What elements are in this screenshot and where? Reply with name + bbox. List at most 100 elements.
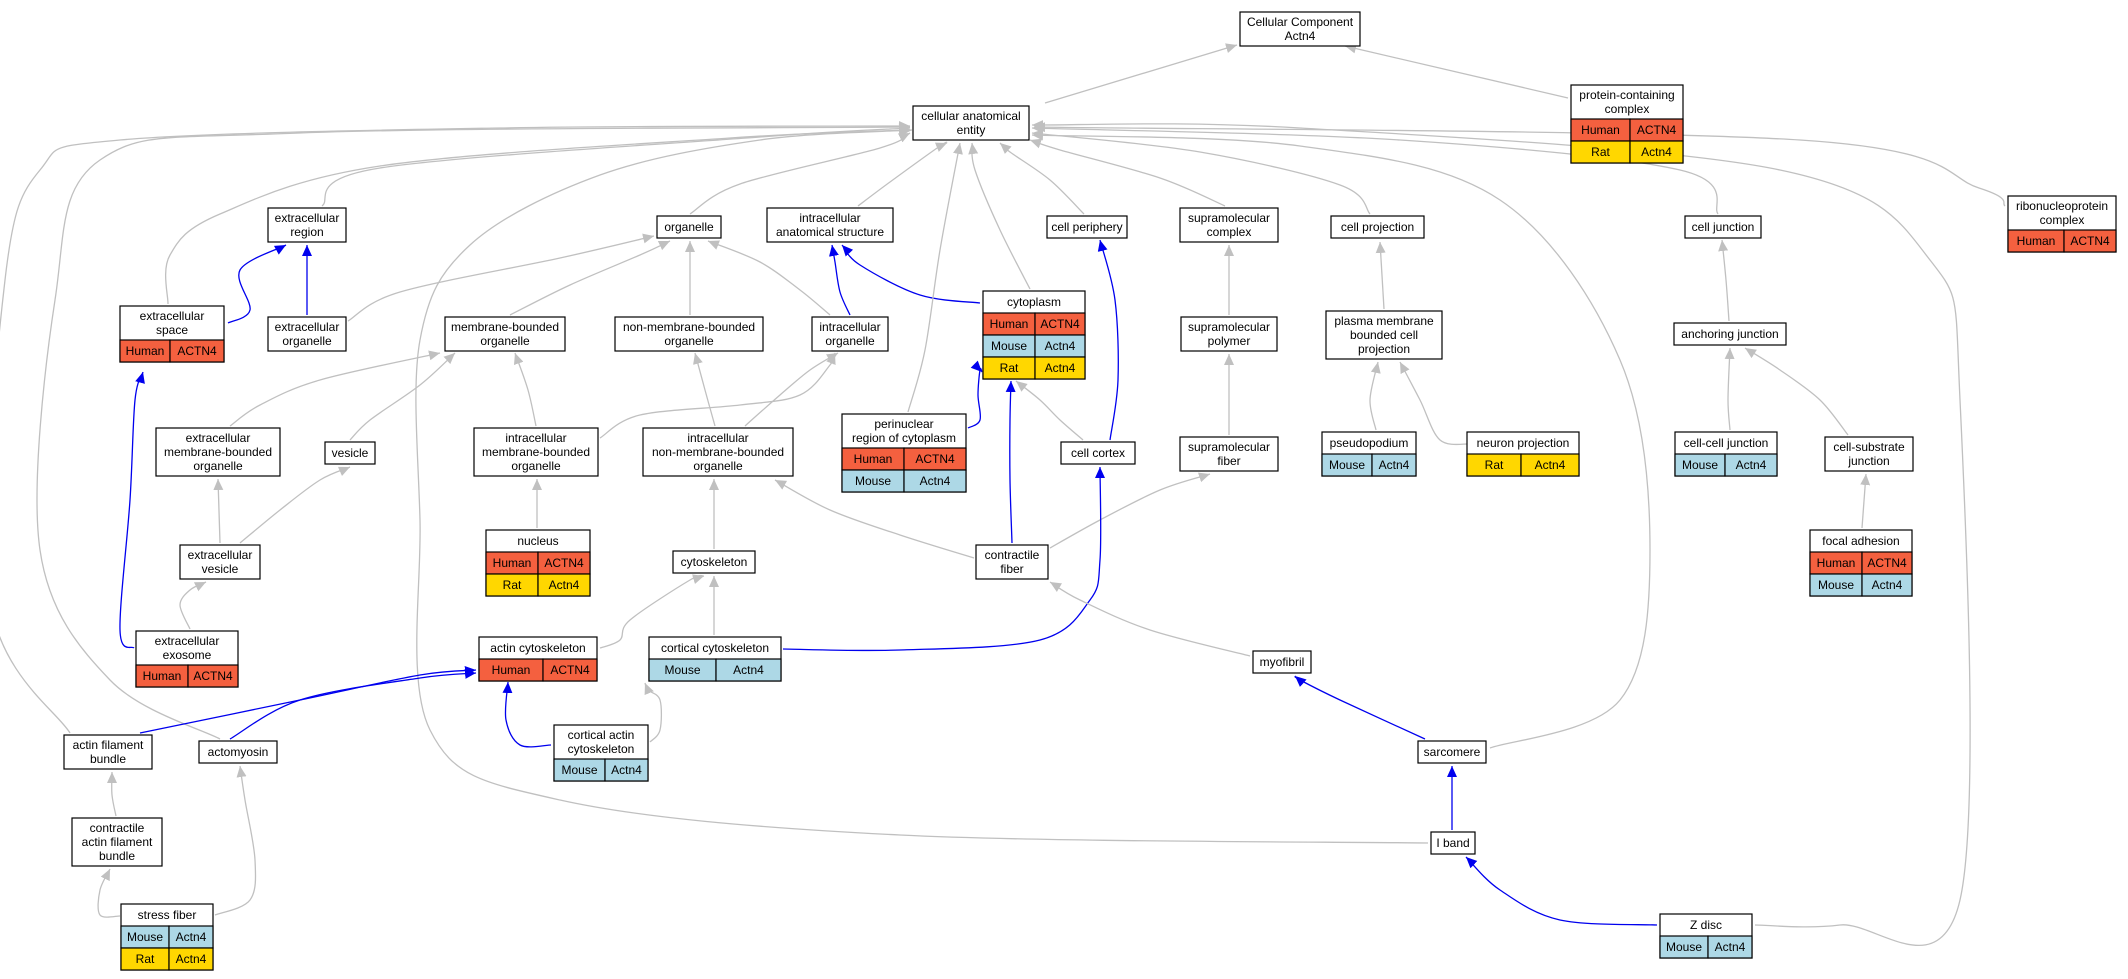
edge-cortcyto-to-cellcortex [782, 466, 1106, 652]
edge-actomyosin-to-cae [36, 122, 911, 740]
gene-cell [2063, 229, 2117, 253]
species-label: Rat [1485, 458, 1504, 472]
species-label: Mouse [127, 930, 163, 944]
edge-rnp-to-cae [1033, 122, 2006, 207]
node-label: perinuclear [874, 417, 933, 431]
node-label: cell-substrate [1833, 440, 1905, 454]
node-label: Cellular Component [1247, 15, 1354, 29]
gene-label: Actn4 [1715, 940, 1746, 954]
gene-cell [1034, 356, 1086, 380]
node-cellcortex[interactable]: cell cortex [1060, 441, 1136, 465]
node-myofibril[interactable]: myofibril [1252, 650, 1312, 674]
node-label: fiber [1217, 454, 1240, 468]
node-cellproj[interactable]: cell projection [1330, 215, 1425, 239]
edge-supcx-to-cae [1029, 138, 1226, 207]
gene-cell [1707, 935, 1753, 959]
node-box [1060, 441, 1136, 465]
node-actomyosin[interactable]: actomyosin [198, 740, 278, 764]
node-vesicle[interactable]: vesicle [324, 441, 376, 465]
node-cytoskel[interactable]: cytoskeleton [672, 550, 756, 574]
node-box [975, 544, 1049, 580]
node-label: bundle [99, 849, 135, 863]
edge-cellcortex-to-cytoplasm [1015, 380, 1084, 441]
node-label: nucleus [517, 534, 558, 548]
gene-label: Actn4 [1641, 145, 1672, 159]
gene-cell [168, 947, 214, 971]
node-label: junction [1847, 454, 1889, 468]
node-box [267, 316, 347, 352]
edge-perinuc-to-cytoplasm [967, 360, 983, 429]
node-label: Actn4 [1285, 29, 1316, 43]
node-cellper[interactable]: cell periphery [1046, 215, 1128, 239]
edge-zdisc-to-cae [1031, 120, 1971, 947]
node-label: cell cortex [1071, 446, 1125, 460]
node-label: organelle [480, 334, 530, 348]
edge-contfiber-to-inmbo [774, 479, 975, 559]
species-label: Mouse [1682, 458, 1718, 472]
edge-inmbo-to-nmbo [693, 352, 716, 427]
node-celljunc[interactable]: cell junction [1684, 215, 1762, 239]
gene-cell [1861, 573, 1913, 597]
node-box [1430, 831, 1476, 855]
edge-cellper-to-cae [999, 142, 1085, 215]
node-label: sarcomere [1424, 745, 1481, 759]
edge-contfiber-to-cytoplasm [1005, 380, 1016, 544]
node-box [198, 740, 278, 764]
node-organelle[interactable]: organelle [656, 215, 722, 239]
node-label: actin cytoskeleton [490, 641, 585, 655]
gene-label: Actn4 [733, 663, 764, 677]
node-iband[interactable]: I band [1430, 831, 1476, 855]
edge-exosome-to-exves [179, 581, 207, 630]
edge-intorg-to-organelle [707, 240, 831, 316]
node-label: intracellular [819, 320, 880, 334]
edge-neuronproj-to-pmbcp [1399, 361, 1471, 446]
node-inmbo[interactable]: intracellularnon-membrane-boundedorganel… [642, 427, 794, 477]
gene-label: ACTN4 [544, 556, 584, 570]
node-label: stress fiber [138, 908, 197, 922]
node-sarcomere[interactable]: sarcomere [1417, 740, 1487, 764]
node-label: cell periphery [1051, 220, 1122, 234]
node-label: entity [957, 123, 986, 137]
gene-label: Actn4 [549, 578, 580, 592]
node-box [672, 550, 756, 574]
node-anchjunc[interactable]: anchoring junction [1673, 322, 1787, 346]
node-label: focal adhesion [1822, 534, 1899, 548]
node-label: extracellular [275, 211, 340, 225]
